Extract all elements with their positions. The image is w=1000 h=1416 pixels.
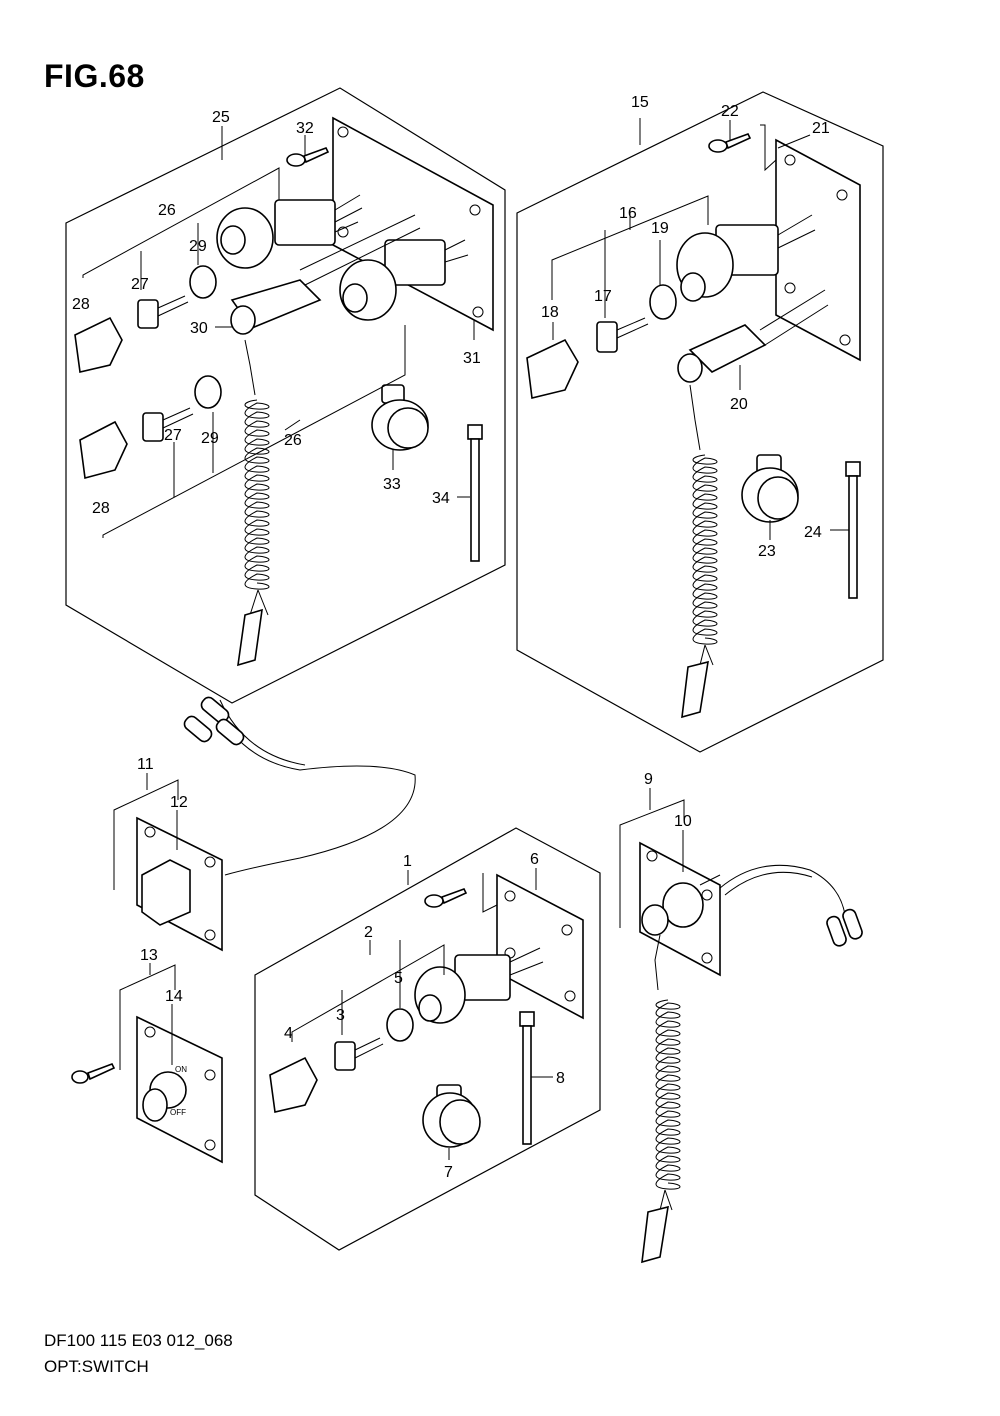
callout-2: 2 [364,924,373,941]
knob-4 [269,1056,318,1113]
switch-off-label: OFF [170,1108,186,1117]
callout-34: 34 [432,490,450,507]
lanyard-coil-bottom [641,934,681,1264]
key-3 [334,1041,356,1071]
callout-28-top: 28 [72,296,90,313]
callout-11: 11 [137,756,154,773]
seal-29-top [189,265,217,299]
callout-20: 20 [730,396,748,413]
callout-29-bottom: 29 [201,430,219,447]
lanyard-coil-right [681,384,718,719]
ignition-switch-bottom [339,239,469,321]
callout-14: 14 [165,988,183,1005]
wire-9 [719,864,863,947]
knob-28-bottom [79,420,128,480]
callout-8: 8 [556,1070,565,1087]
switch-12 [141,859,191,926]
callout-27-bottom: 27 [164,427,182,444]
callout-27-top: 27 [131,276,149,293]
ignition-switch-top [216,194,363,269]
key-17 [596,321,618,353]
key-27-top [137,299,159,329]
ignition-switch-20-group [676,214,816,302]
plug-23 [741,454,799,523]
callout-1: 1 [403,853,412,870]
knob-28-top [74,316,123,373]
callout-5: 5 [394,970,403,987]
callout-33: 33 [383,476,401,493]
callout-12: 12 [170,794,188,811]
wire-harness [183,696,416,876]
panel-6 [496,873,584,1020]
callout-30: 30 [190,320,208,337]
lanyard-coil-left [237,339,270,667]
cable-tie-34 [467,424,483,562]
callout-26-bottom: 26 [284,432,302,449]
callout-24: 24 [804,524,822,541]
callout-29-top: 29 [189,238,207,255]
drawing-code: DF100 115 E03 012_068 [44,1331,233,1350]
callout-16: 16 [619,205,637,222]
cable-tie-8 [519,1011,535,1145]
callout-4: 4 [284,1025,293,1042]
callout-19: 19 [651,220,669,237]
stop-switch-30 [230,214,421,335]
callout-21: 21 [812,120,830,137]
screw-13 [71,1062,116,1084]
callout-15: 15 [631,94,649,111]
callout-31: 31 [463,350,481,367]
screw-22 [708,133,752,153]
callout-17: 17 [594,288,612,305]
cable-tie-24 [845,461,861,599]
plug-7 [422,1084,481,1148]
callout-7: 7 [444,1164,453,1181]
stop-switch-20 [677,289,829,383]
callout-3: 3 [336,1007,345,1024]
group-box-1 [254,827,601,1251]
seal-5 [386,1008,414,1042]
figure-title: FIG.68 [44,58,145,94]
screw-1 [424,888,468,908]
group-box-15 [516,91,884,753]
callout-22: 22 [721,103,739,120]
callout-18: 18 [541,304,559,321]
group-box-25 [65,87,506,704]
knob-18 [526,338,579,399]
callout-25: 25 [212,109,230,126]
callout-32: 32 [296,120,314,137]
drawing-caption: OPT:SWITCH [44,1357,149,1376]
seal-19 [649,284,677,320]
key-27-bottom [142,412,164,442]
seal-29-bottom [194,375,222,409]
plug-33 [371,384,429,451]
panel-21 [775,138,861,362]
switch-on-label: ON [175,1065,187,1074]
callout-26-top: 26 [158,202,176,219]
screw-32 [286,147,330,167]
callout-28-bottom: 28 [92,500,110,517]
ignition-switch-1 [414,947,544,1024]
rotary-switch-14 [142,1071,187,1122]
callout-9: 9 [644,771,653,788]
callout-6: 6 [530,851,539,868]
callout-10: 10 [674,813,692,830]
stop-switch-10 [641,874,721,936]
callout-13: 13 [140,947,158,964]
callout-23: 23 [758,543,776,560]
